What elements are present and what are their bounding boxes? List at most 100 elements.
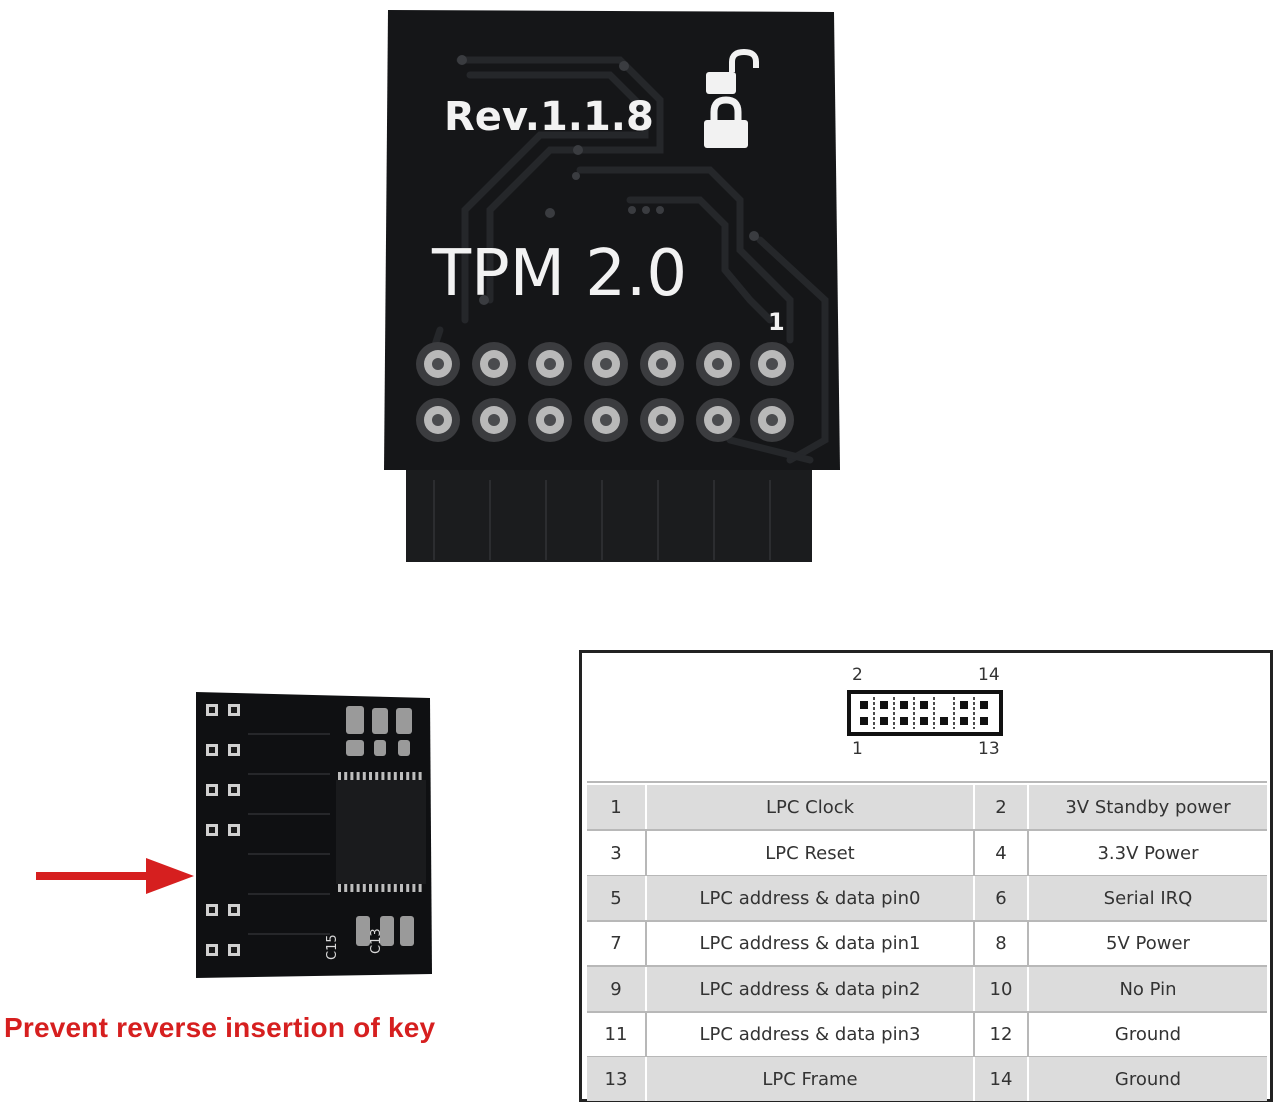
red-arrow-icon <box>36 858 194 894</box>
chip-pin <box>356 772 360 780</box>
socket-hole-inner <box>231 907 237 913</box>
chip-pin <box>412 772 416 780</box>
board-title: TPM 2.0 <box>431 237 687 311</box>
smd-components <box>346 706 414 946</box>
unlock-icon <box>706 48 759 94</box>
board-pin-hole <box>656 414 668 426</box>
connector-pin <box>940 717 948 725</box>
connector-label-bottom-right: 13 <box>978 739 1000 759</box>
row-rule <box>587 1011 1267 1013</box>
module-ribs <box>248 733 330 935</box>
chip-pin <box>381 772 385 780</box>
tpm-chip <box>336 780 426 884</box>
connector-pin <box>860 717 868 725</box>
pin-number-cell: 8 <box>973 921 1027 965</box>
socket-hole-inner <box>231 747 237 753</box>
connector-pin <box>900 701 908 709</box>
chip-pin <box>362 772 366 780</box>
pin-number-cell: 6 <box>973 876 1027 920</box>
row-rule <box>587 829 1267 831</box>
socket-hole-inner <box>231 827 237 833</box>
signal-name-cell: Ground <box>1027 1057 1267 1101</box>
board-pin-hole <box>432 414 444 426</box>
chip-pin <box>369 772 372 780</box>
signal-name-cell: LPC Frame <box>645 1057 973 1101</box>
label-c13: C13 <box>369 928 384 954</box>
tpm-board-svg: Rev.1.1.8 TPM 2.0 1 <box>384 10 840 562</box>
signal-name-cell: 3.3V Power <box>1027 831 1267 875</box>
connector-diagram: 2 14 1 13 <box>582 653 1270 783</box>
connector-pin <box>920 717 928 725</box>
chip-pin <box>362 884 366 892</box>
pin-number-cell: 9 <box>610 978 622 1000</box>
connector-pin <box>900 717 908 725</box>
connector-pin <box>960 717 968 725</box>
chip-pin <box>412 884 416 892</box>
socket-hole-inner <box>231 947 237 953</box>
connector-pin-grid <box>847 690 1003 736</box>
socket-hole-inner <box>231 787 237 793</box>
signal-name-cell: No Pin <box>1027 967 1267 1011</box>
connector-body <box>406 470 812 562</box>
pin-number-cell: 4 <box>973 831 1027 875</box>
chip-pin <box>393 772 397 780</box>
pin-number-cell: 2 <box>973 785 1027 829</box>
chip-pin <box>338 884 341 892</box>
chip-pin <box>375 772 379 780</box>
signal-name-cell: Serial IRQ <box>1027 876 1267 920</box>
pin-number-cell: 3 <box>610 842 622 864</box>
board-header-pins <box>416 342 794 442</box>
connector-ribs <box>433 480 771 560</box>
chip-pin <box>387 772 391 780</box>
signal-name-cell: LPC Clock <box>645 785 973 829</box>
tpm-board-image: Rev.1.1.8 TPM 2.0 1 <box>370 0 850 575</box>
socket-hole-inner <box>209 827 215 833</box>
board-pin-hole <box>656 358 668 370</box>
connector-pin <box>880 701 888 709</box>
socket-hole-inner <box>209 747 215 753</box>
board-pin-hole <box>766 414 778 426</box>
pin-number-cell: 13 <box>604 1068 628 1090</box>
chip-pin <box>356 884 360 892</box>
connector-pin <box>920 701 928 709</box>
row-rule <box>587 920 1267 922</box>
signal-name-cell: LPC address & data pin2 <box>645 967 973 1011</box>
pin-number-cell: 14 <box>973 1057 1027 1101</box>
pcb-vias <box>457 55 759 305</box>
chip-pin <box>393 884 397 892</box>
connector-pin <box>860 701 868 709</box>
lock-icon <box>704 96 748 148</box>
pin-number-cell: 1 <box>610 796 622 818</box>
signal-name-cell: LPC address & data pin1 <box>645 921 973 965</box>
connector-pin <box>960 701 968 709</box>
chip-pin <box>350 884 354 892</box>
pin-number-cell: 10 <box>973 967 1027 1011</box>
chip-pin <box>418 772 422 780</box>
label-c15: C15 <box>325 934 340 960</box>
pin-number-cell: 12 <box>973 1012 1027 1056</box>
board-pin-hole <box>600 414 612 426</box>
socket-hole-inner <box>209 707 215 713</box>
board-pin-hole <box>766 358 778 370</box>
board-pin-hole <box>544 358 556 370</box>
board-pin-hole <box>712 414 724 426</box>
signal-name-cell: 5V Power <box>1027 921 1267 965</box>
socket-hole-inner <box>209 907 215 913</box>
reverse-insertion-caption: Prevent reverse insertion of key <box>4 1012 436 1043</box>
board-pin-hole <box>488 414 500 426</box>
module-side-image: C15 C13 <box>0 680 470 1000</box>
chip-pin <box>369 884 372 892</box>
chip-pins <box>338 772 422 892</box>
connector-label-top-left: 2 <box>852 665 863 685</box>
pin1-marker: 1 <box>768 308 785 336</box>
signal-name-cell: LPC Reset <box>645 831 973 875</box>
connector-label-bottom-left: 1 <box>852 739 863 759</box>
board-pin-hole <box>712 358 724 370</box>
pin-number-cell: 7 <box>610 932 622 954</box>
chip-pin <box>350 772 354 780</box>
